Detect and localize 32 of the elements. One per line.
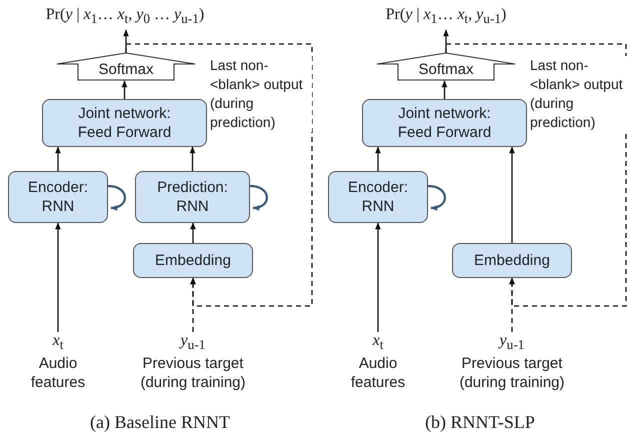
arrow (442, 80, 448, 99)
output-formula: Pr(y | x$_{1}$… x$_{t}$, y$_{0}$ … y$_{u-1}$) (25, 4, 225, 30)
process-box: Embedding (133, 243, 253, 278)
arrow (125, 43, 313, 307)
arrow (55, 146, 61, 171)
process-box: Encoder: RNN (328, 171, 428, 223)
arrow (190, 222, 196, 243)
input-label: y$_{u-1}$ Previous target (during training) (437, 332, 587, 404)
softmax-block: Softmax (57, 53, 195, 81)
edge-label: Last non-<blank> output (during prediction) (209, 56, 312, 132)
process-box: Embedding (452, 243, 572, 278)
arrow (375, 222, 381, 332)
process-box: Joint network: Feed Forward (42, 99, 207, 147)
output-formula: Pr(y | x$_{1}$… x$_{t}$, y$_{u-1}$) (360, 4, 532, 30)
process-box: Encoder: RNN (8, 171, 108, 223)
arrow (190, 146, 196, 171)
arrow (509, 146, 515, 243)
arrow (55, 222, 61, 332)
input-label: x$_{t}$ Audio features (13, 332, 103, 394)
recurrence-arrow (428, 184, 446, 210)
arrow (122, 80, 128, 99)
panel-caption: (b) RNNT-SLP (424, 412, 536, 433)
input-label: y$_{u-1}$ Previous target (during training) (118, 332, 268, 404)
process-box: Prediction: RNN (135, 171, 250, 223)
process-box: Joint network: Feed Forward (362, 99, 527, 147)
panel-caption: (a) Baseline RNNT (89, 412, 231, 433)
edge-label: Last non-<blank> output (during prediction) (529, 56, 627, 132)
arrow (375, 146, 381, 171)
recurrence-arrow (108, 184, 126, 210)
recurrence-arrow (250, 184, 268, 210)
input-label: x$_{t}$ Audio features (333, 332, 423, 394)
softmax-block: Softmax (377, 53, 515, 81)
